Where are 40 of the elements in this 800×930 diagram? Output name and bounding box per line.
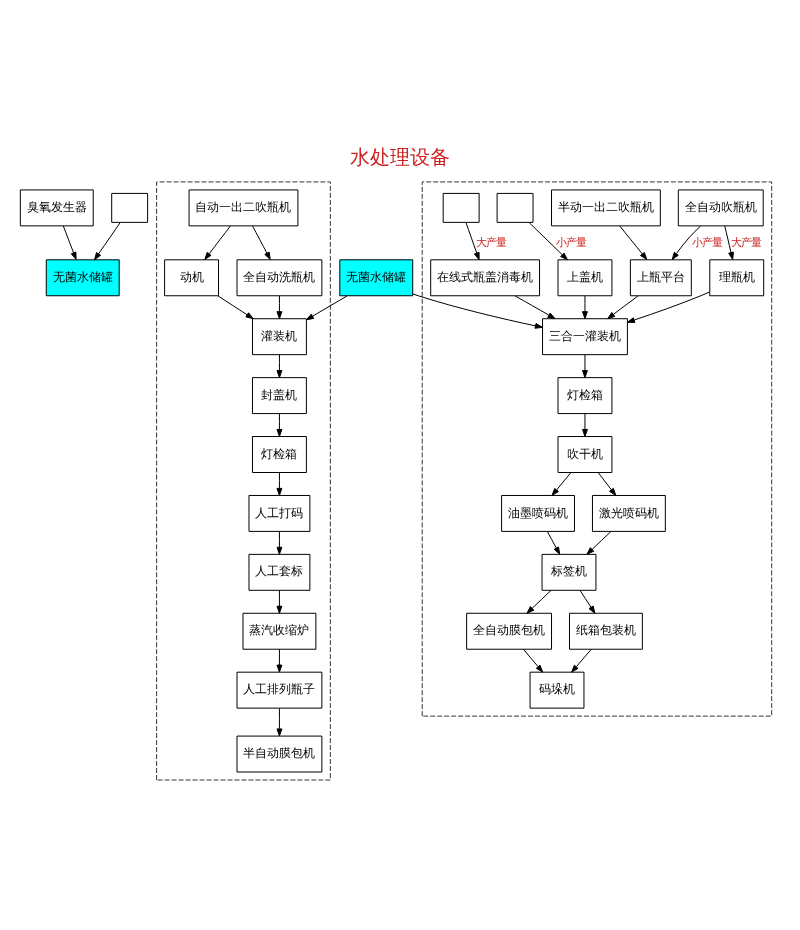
arrow [276, 588, 283, 613]
cluster [156, 180, 331, 780]
arrow [514, 294, 556, 319]
cluster [421, 180, 773, 716]
arrow [94, 221, 121, 260]
arrow [252, 224, 271, 259]
arrow [276, 647, 283, 672]
arrow [306, 294, 348, 320]
arrow [626, 290, 710, 322]
arrow [528, 221, 568, 260]
node-box [442, 191, 480, 222]
arrow [607, 294, 639, 319]
arrow [217, 294, 254, 319]
arrow [579, 588, 596, 613]
arrow [571, 647, 592, 672]
arrow [276, 530, 283, 554]
arrow [276, 412, 283, 436]
arrow [522, 647, 544, 672]
arrow [619, 224, 648, 259]
arrow [671, 224, 701, 259]
arrow [465, 221, 480, 260]
arrow [551, 471, 572, 495]
arrow [586, 530, 612, 554]
arrow [204, 224, 231, 259]
arrow [276, 294, 283, 319]
diagram-title: 水处理设备 [350, 146, 450, 169]
arrow [582, 353, 588, 378]
arrow [526, 588, 552, 613]
arrow [276, 353, 283, 378]
arrow [582, 412, 588, 436]
arrow [724, 224, 734, 259]
arrow [276, 471, 283, 495]
arrow [546, 530, 561, 554]
arrow [597, 471, 617, 495]
arrow [276, 706, 283, 736]
arrow [412, 292, 543, 328]
arrow [582, 294, 588, 319]
arrow [62, 224, 77, 259]
node-box [111, 191, 149, 222]
node-box [496, 191, 534, 222]
